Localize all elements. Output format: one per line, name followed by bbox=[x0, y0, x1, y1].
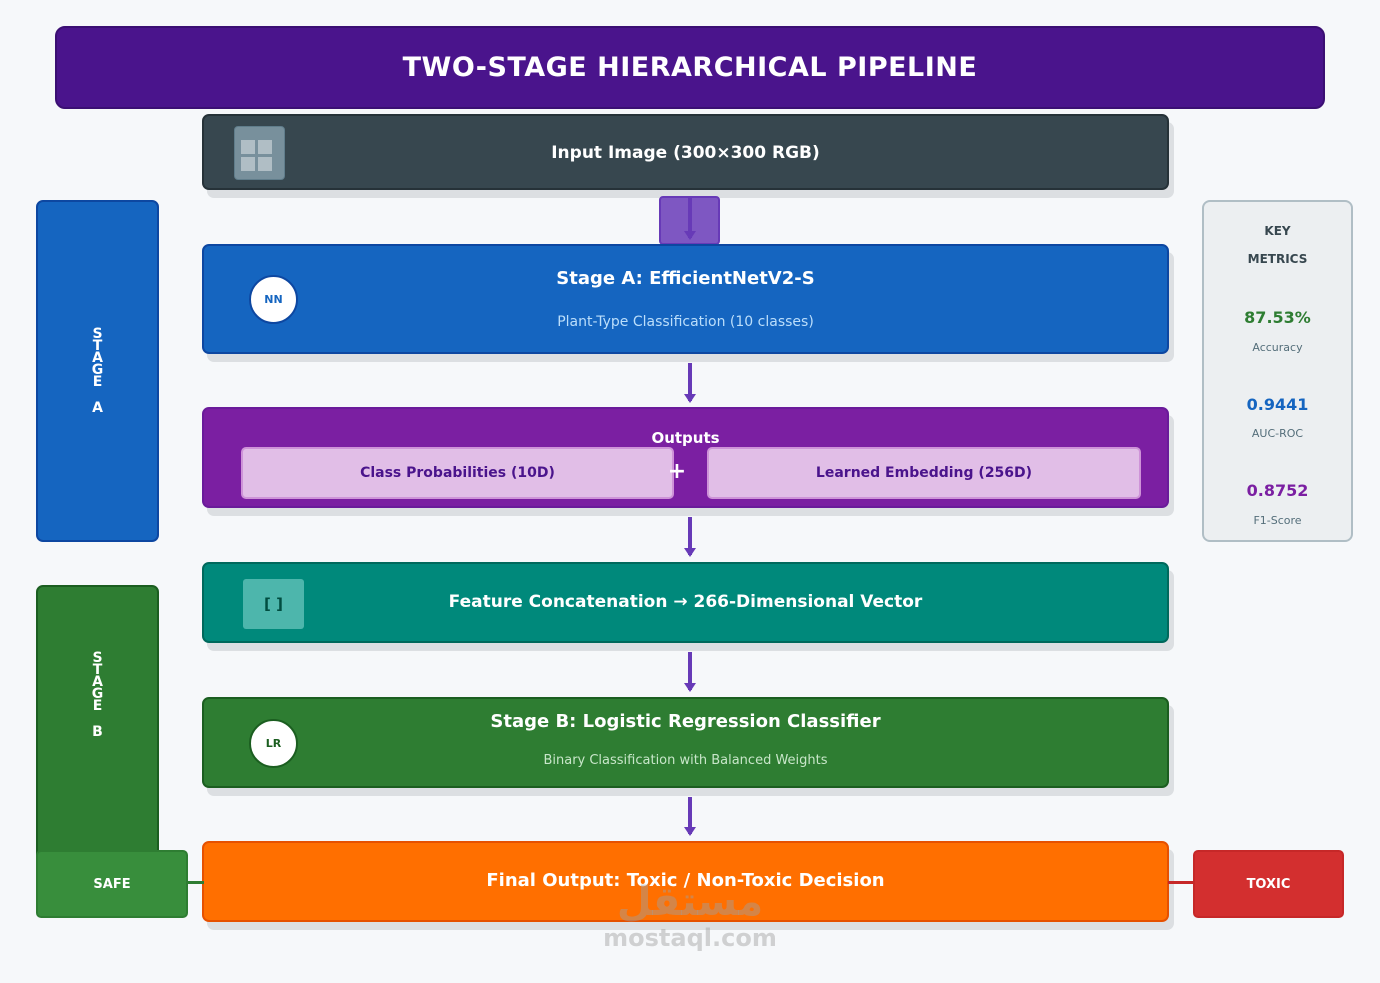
accuracy-label: Accuracy bbox=[1252, 341, 1303, 354]
image-grid-icon bbox=[234, 126, 285, 180]
arrow-down-icon bbox=[684, 198, 696, 240]
brackets-icon: [ ] bbox=[243, 579, 304, 629]
stage-a-title: Stage A: EfficientNetV2-S bbox=[556, 268, 815, 289]
stage-a-id: A bbox=[92, 400, 103, 416]
key-metrics-panel: KEY METRICS 87.53% Accuracy 0.9441 AUC-R… bbox=[1202, 200, 1353, 542]
plus-operator: + bbox=[667, 459, 687, 484]
stage-a-letter: G bbox=[91, 362, 104, 378]
stage-b-title: Stage B: Logistic Regression Classifier bbox=[490, 711, 881, 732]
toxic-decision-box: TOXIC bbox=[1193, 850, 1344, 918]
stage-a-letter: S bbox=[92, 326, 103, 342]
stage-b-letter: G bbox=[91, 686, 104, 702]
logistic-regression-badge-icon: LR bbox=[249, 719, 298, 768]
final-output-label: Final Output: Toxic / Non-Toxic Decision bbox=[486, 870, 885, 891]
arrow-down-icon bbox=[684, 652, 696, 692]
stage-b-letter: A bbox=[92, 674, 103, 690]
neural-network-badge-icon: NN bbox=[249, 275, 298, 324]
stage-b-block: LR Stage B: Logistic Regression Classifi… bbox=[202, 697, 1169, 788]
safe-connector-line bbox=[187, 881, 204, 884]
stage-b-subtitle: Binary Classification with Balanced Weig… bbox=[543, 753, 828, 768]
metrics-heading-line2: METRICS bbox=[1247, 252, 1308, 266]
auc-roc-value: 0.9441 bbox=[1246, 395, 1309, 414]
feature-concatenation-block: [ ] Feature Concatenation → 266-Dimensio… bbox=[202, 562, 1169, 643]
arrow-down-icon bbox=[684, 517, 696, 557]
f1-score-value: 0.8752 bbox=[1246, 481, 1309, 500]
outputs-block: Outputs Class Probabilities (10D) + Lear… bbox=[202, 407, 1169, 508]
stage-b-letter: S bbox=[92, 650, 103, 666]
stage-a-letter: A bbox=[92, 350, 103, 366]
class-probabilities-box: Class Probabilities (10D) bbox=[241, 447, 674, 499]
stage-b-letter: T bbox=[92, 662, 103, 678]
metrics-heading-line1: KEY bbox=[1264, 224, 1291, 238]
stage-a-subtitle: Plant-Type Classification (10 classes) bbox=[557, 314, 814, 330]
toxic-connector-line bbox=[1168, 881, 1194, 884]
watermark-latin: mostaql.com bbox=[603, 924, 777, 952]
stage-b-id: B bbox=[92, 724, 103, 740]
stage-a-letter: E bbox=[92, 374, 103, 390]
auc-roc-label: AUC-ROC bbox=[1251, 427, 1304, 440]
accuracy-value: 87.53% bbox=[1244, 308, 1311, 327]
learned-embedding-box: Learned Embedding (256D) bbox=[707, 447, 1141, 499]
stage-b-side-label: S T A G E B bbox=[36, 585, 159, 885]
stage-a-side-label: S T A G E A bbox=[36, 200, 159, 542]
input-image-label: Input Image (300×300 RGB) bbox=[551, 143, 820, 163]
arrow-down-icon bbox=[684, 363, 696, 403]
stage-a-letter: T bbox=[92, 338, 103, 354]
stage-a-block: NN Stage A: EfficientNetV2-S Plant-Type … bbox=[202, 244, 1169, 354]
stage-b-letter: E bbox=[92, 698, 103, 714]
outputs-title: Outputs bbox=[651, 429, 720, 447]
input-image-block: Input Image (300×300 RGB) bbox=[202, 114, 1169, 190]
safe-decision-box: SAFE bbox=[36, 850, 188, 918]
watermark-arabic: مستقل bbox=[616, 879, 764, 925]
feature-concatenation-label: Feature Concatenation → 266-Dimensional … bbox=[448, 592, 923, 612]
watermark: مستقل mostaql.com bbox=[560, 880, 820, 952]
f1-score-label: F1-Score bbox=[1253, 514, 1302, 527]
arrow-down-icon bbox=[684, 797, 696, 836]
pipeline-title: TWO-STAGE HIERARCHICAL PIPELINE bbox=[55, 26, 1325, 109]
